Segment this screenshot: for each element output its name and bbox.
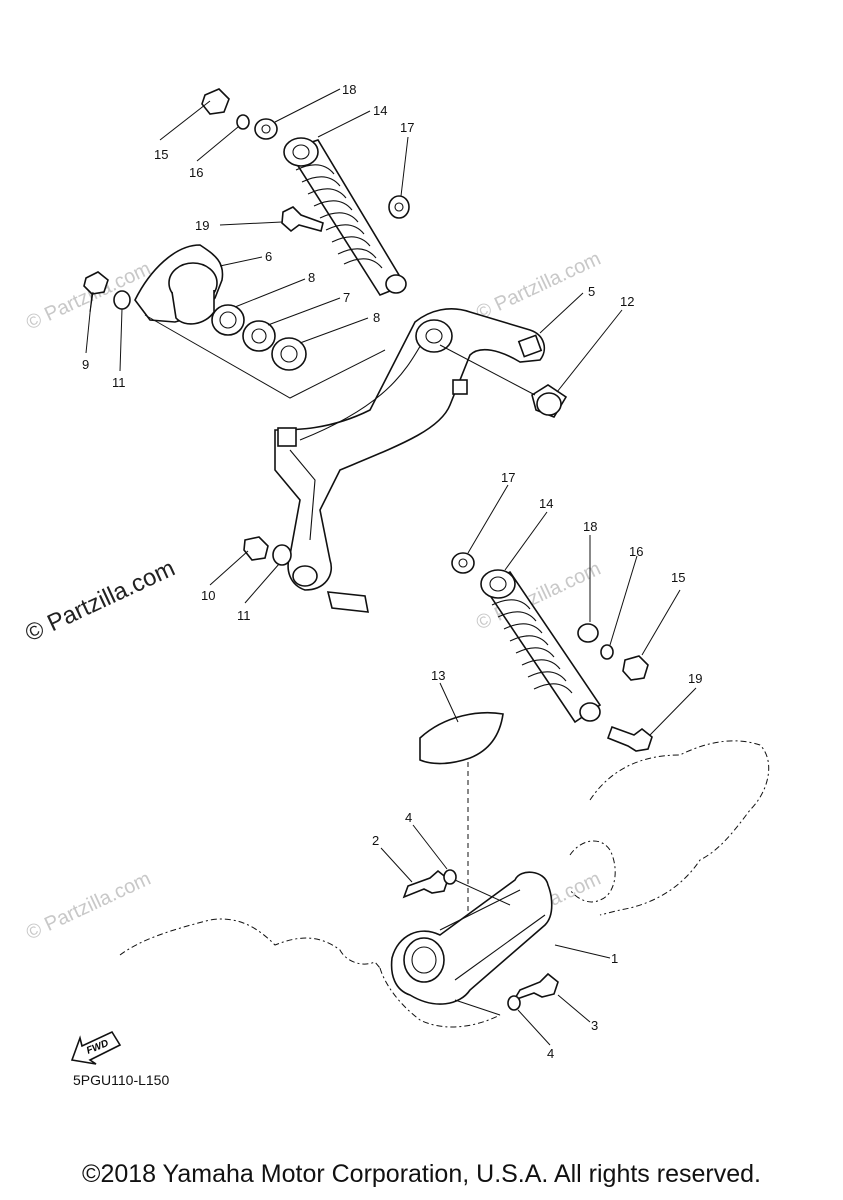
callout-11: 11 — [112, 375, 126, 390]
callout-8: 8 — [373, 310, 380, 325]
callout-15: 15 — [671, 570, 685, 585]
frame-outline — [119, 740, 770, 1028]
callout-14: 14 — [373, 103, 387, 118]
copyright-notice: ©2018 Yamaha Motor Corporation, U.S.A. A… — [82, 1160, 761, 1188]
callout-18: 18 — [583, 519, 597, 534]
lower-shock-hardware — [451, 552, 653, 752]
callout-6: 6 — [265, 249, 272, 264]
callout-4: 4 — [405, 810, 412, 825]
callout-3: 3 — [591, 1018, 598, 1033]
callout-18: 18 — [342, 82, 356, 97]
callout-17: 17 — [501, 470, 515, 485]
callout-2: 2 — [372, 833, 379, 848]
diagram-code: 5PGU110-L150 — [73, 1072, 170, 1088]
callout-19: 19 — [688, 671, 702, 686]
leader-lines — [85, 88, 697, 1046]
upper-shock-absorber — [283, 137, 407, 296]
callout-5: 5 — [588, 284, 595, 299]
callout-4: 4 — [547, 1046, 554, 1061]
callout-13: 13 — [431, 668, 445, 683]
watermark-text: © Partzilla.com — [23, 868, 154, 945]
callout-14: 14 — [539, 496, 553, 511]
stay-assembly — [390, 711, 559, 1016]
callout-numbers: 1 2 3 4 4 5 6 7 8 8 9 10 11 11 12 13 14 … — [82, 82, 702, 1061]
callout-17: 17 — [400, 120, 414, 135]
callout-9: 9 — [82, 357, 89, 372]
watermark-large: © Partzilla.com — [21, 555, 179, 648]
fwd-arrow-icon: FWD — [70, 1030, 122, 1065]
callout-19: 19 — [195, 218, 209, 233]
upper-hardware — [201, 88, 410, 233]
callout-12: 12 — [620, 294, 634, 309]
swing-arm-bracket — [274, 308, 546, 613]
callout-15: 15 — [154, 147, 168, 162]
callout-16: 16 — [189, 165, 203, 180]
callout-8: 8 — [308, 270, 315, 285]
watermark-text: © Partzilla.com — [473, 248, 604, 325]
callout-7: 7 — [343, 290, 350, 305]
lower-shock-absorber — [480, 569, 602, 724]
bushing — [439, 344, 568, 418]
callout-11: 11 — [237, 608, 251, 623]
callout-16: 16 — [629, 544, 643, 559]
callout-10: 10 — [201, 588, 215, 603]
callout-1: 1 — [611, 951, 618, 966]
lower-left-hardware — [243, 536, 292, 566]
